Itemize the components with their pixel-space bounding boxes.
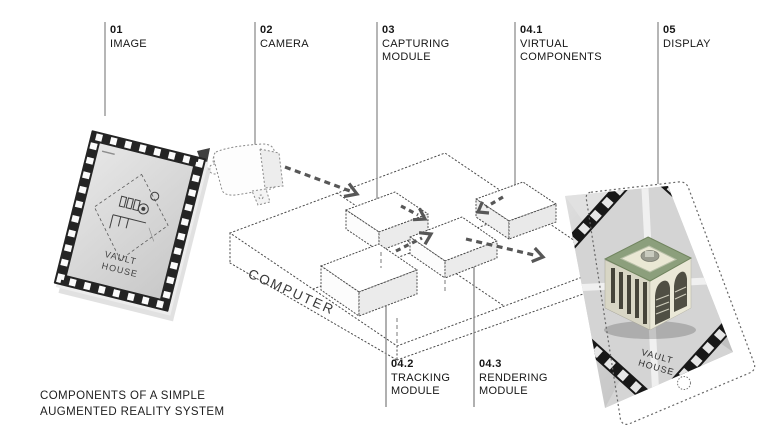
label-name: CAPTURING MODULE [382, 37, 450, 64]
arrow-camera-to-capturing [284, 165, 360, 199]
label-name: DISPLAY [663, 37, 711, 50]
label-02-camera: 02 CAMERA [260, 24, 348, 51]
camera-icon [197, 143, 284, 206]
tablet-outline [585, 181, 756, 425]
label-number: 05 [663, 24, 676, 36]
label-number: 03 [382, 24, 395, 36]
label-05-display: 05 DISPLAY [663, 24, 751, 51]
arrow-virtual-to-rendering [475, 195, 504, 215]
label-number: 04.3 [479, 358, 502, 370]
house-model [603, 236, 696, 339]
label-name: VIRTUAL COMPONENTS [520, 37, 602, 64]
label-name: CAMERA [260, 37, 309, 50]
label-name: IMAGE [110, 37, 147, 50]
virtual-components-box [474, 181, 558, 240]
label-04-2-tracking-module: 04.2 TRACKING MODULE [391, 358, 471, 399]
label-04-3-rendering-module: 04.3 RENDERING MODULE [479, 358, 559, 399]
label-number: 02 [260, 24, 273, 36]
arrow-capturing-to-rendering [400, 204, 428, 222]
label-01-image: 01 IMAGE [110, 24, 198, 51]
caption-line-2: AUGMENTED REALITY SYSTEM [40, 405, 225, 418]
label-number: 04.2 [391, 358, 414, 370]
label-03-capturing-module: 03 CAPTURING MODULE [382, 24, 462, 65]
arrow-rendering-to-display [465, 237, 546, 264]
tracking-module-box [319, 243, 419, 317]
rendering-module-box [408, 216, 499, 279]
label-04-1-virtual-components: 04.1 VIRTUAL COMPONENTS [520, 24, 606, 65]
grid-line [336, 192, 505, 307]
caption-line-1: COMPONENTS OF A SIMPLE [40, 390, 206, 402]
label-name: TRACKING MODULE [391, 371, 451, 398]
home-button-icon [677, 376, 691, 390]
marker-card [53, 130, 212, 322]
marker-pattern [56, 132, 204, 310]
arrow-tracking-to-rendering [395, 231, 434, 253]
floor-plan-sketch [93, 173, 169, 261]
label-name: RENDERING MODULE [479, 371, 548, 398]
label-number: 01 [110, 24, 123, 36]
label-number: 04.1 [520, 24, 543, 36]
diagram-caption: COMPONENTS OF A SIMPLE AUGMENTED REALITY… [40, 389, 224, 420]
